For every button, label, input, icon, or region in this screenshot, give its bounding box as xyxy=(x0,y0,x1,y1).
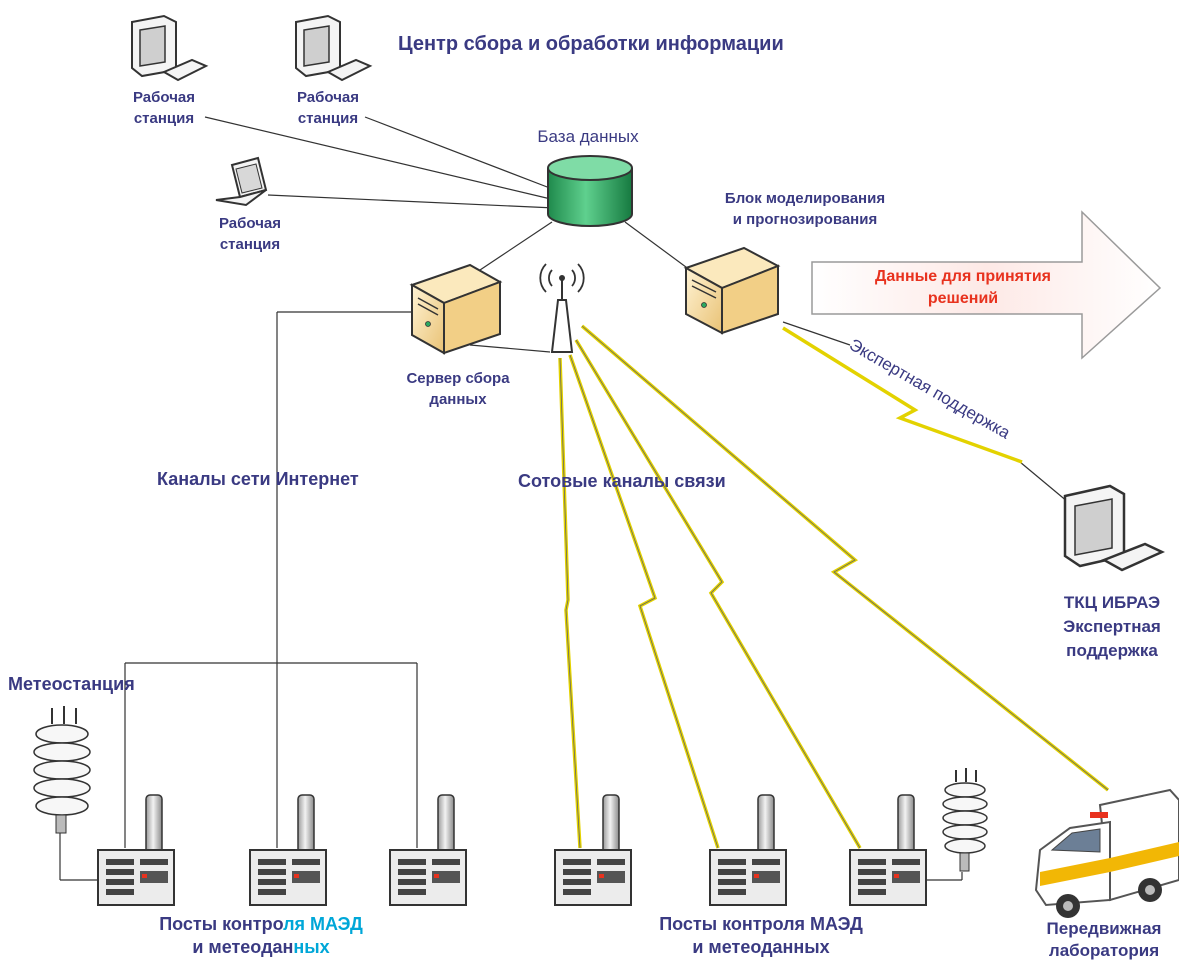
ws2-label-line1: Рабочая xyxy=(297,89,359,106)
server-label-line2: данных xyxy=(429,391,487,408)
cellular-channels xyxy=(558,324,1110,849)
posts-left-line1-part-a: Посты контро xyxy=(159,914,283,934)
ws2-label-line2: станция xyxy=(298,110,358,127)
ws1-label-line2: станция xyxy=(134,110,194,127)
server-label-line1: Сервер сбора xyxy=(406,370,510,387)
connection-lines xyxy=(59,116,1069,881)
workstation-1-icon xyxy=(131,14,209,82)
cell-antenna-icon xyxy=(539,263,585,353)
monitoring-post-3-icon xyxy=(389,794,467,906)
laptop-icon xyxy=(215,156,268,207)
tkc-label-line1: ТКЦ ИБРАЭ xyxy=(1064,593,1160,612)
tkc-label-line3: поддержка xyxy=(1066,641,1158,660)
monitoring-post-6-icon xyxy=(849,794,927,906)
modeling-label-line1: Блок моделирования xyxy=(725,190,885,207)
ws3-label-line1: Рабочая xyxy=(219,215,281,232)
posts-right-label-line1: Посты контроля МАЭД xyxy=(659,914,863,934)
posts-left-line2-part-b: ных xyxy=(293,937,329,957)
tkc-computer-icon xyxy=(1063,484,1165,572)
monitoring-post-4-icon xyxy=(554,794,632,906)
weather-sensor-left-icon xyxy=(33,706,91,834)
weather-sensor-right-icon xyxy=(942,768,988,872)
expert-channel-label: Экспертная поддержка xyxy=(846,335,1014,443)
meteostation-label: Метеостанция xyxy=(8,674,135,694)
mobile-lab-label-line2: лаборатория xyxy=(1049,941,1159,960)
ws1-label-line1: Рабочая xyxy=(133,89,195,106)
decision-data-arrow xyxy=(811,210,1162,360)
posts-left-label-line2: и метеоданных xyxy=(192,937,329,957)
monitoring-post-1-icon xyxy=(97,794,175,906)
arrow-text-line2: решений xyxy=(928,290,998,307)
ws3-label-line2: станция xyxy=(220,236,280,253)
database-label: База данных xyxy=(537,127,639,146)
posts-left-line1-part-b: ля МАЭД xyxy=(283,914,363,934)
database-icon xyxy=(547,155,633,227)
internet-channel-label: Каналы сети Интернет xyxy=(157,469,359,489)
workstation-2-icon xyxy=(295,14,373,82)
posts-left-line2-part-a: и метеодан xyxy=(192,937,293,957)
tkc-label-line2: Экспертная xyxy=(1063,617,1161,636)
monitoring-post-2-icon xyxy=(249,794,327,906)
posts-right-label-line2: и метеоданных xyxy=(692,937,829,957)
posts-left-label-line1: Посты контроля МАЭД xyxy=(159,914,363,934)
modeling-label-line2: и прогнозирования xyxy=(733,211,877,228)
center-title: Центр сбора и обработки информации xyxy=(398,33,784,55)
mobile-lab-van-icon xyxy=(1034,788,1179,918)
arrow-text-line1: Данные для принятия xyxy=(875,268,1051,285)
server-icon xyxy=(409,263,503,355)
modeling-unit-icon xyxy=(683,246,781,335)
mobile-lab-label-line1: Передвижная xyxy=(1047,919,1162,938)
monitoring-post-5-icon xyxy=(709,794,787,906)
cellular-channel-label: Сотовые каналы связи xyxy=(518,471,726,491)
